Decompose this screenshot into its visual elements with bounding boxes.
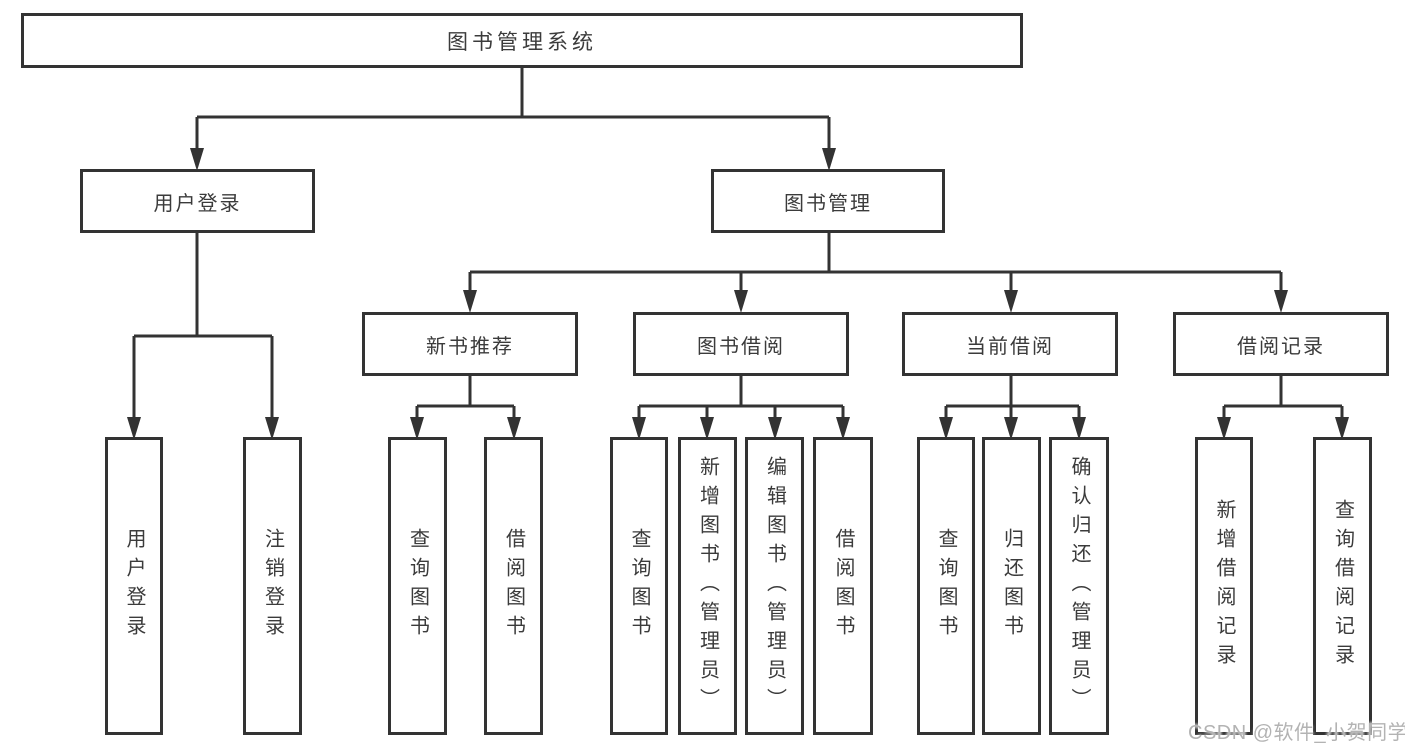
leaf-query-books-2-label: 查询图书 bbox=[628, 528, 650, 644]
node-borrow-records-label: 借阅记录 bbox=[1237, 335, 1325, 358]
leaf-borrow-books-2: 借阅图书 bbox=[813, 437, 873, 735]
leaf-query-books-1: 查询图书 bbox=[388, 437, 447, 735]
watermark: CSDN @软件_小贺同学 bbox=[1188, 722, 1405, 744]
node-new-book-recommend: 新书推荐 bbox=[362, 312, 578, 376]
leaf-add-book-admin-label: 新增图书（管理员） bbox=[696, 455, 719, 717]
leaf-edit-book-admin: 编辑图书（管理员） bbox=[745, 437, 804, 735]
node-current-borrow-label: 当前借阅 bbox=[966, 335, 1054, 358]
leaf-borrow-books-2-label: 借阅图书 bbox=[832, 528, 854, 644]
node-root: 图书管理系统 bbox=[21, 13, 1023, 68]
connector-lines bbox=[132, 68, 1344, 419]
leaf-borrow-books-1-label: 借阅图书 bbox=[502, 528, 525, 644]
node-new-book-recommend-label: 新书推荐 bbox=[426, 335, 514, 358]
leaf-query-borrow-record: 查询借阅记录 bbox=[1313, 437, 1372, 735]
node-book-management: 图书管理 bbox=[711, 169, 945, 233]
leaf-query-books-2: 查询图书 bbox=[610, 437, 668, 735]
leaf-confirm-return-admin-label: 确认归还（管理员） bbox=[1068, 455, 1090, 717]
leaf-add-borrow-record: 新增借阅记录 bbox=[1195, 437, 1253, 735]
node-book-management-label: 图书管理 bbox=[784, 192, 872, 215]
leaf-user-login-label: 用户登录 bbox=[123, 528, 145, 644]
leaf-return-books-label: 归还图书 bbox=[1000, 528, 1023, 644]
leaf-query-books-3: 查询图书 bbox=[917, 437, 975, 735]
leaf-query-books-1-label: 查询图书 bbox=[406, 528, 429, 644]
node-root-label: 图书管理系统 bbox=[447, 30, 597, 54]
leaf-logout: 注销登录 bbox=[243, 437, 302, 735]
leaf-confirm-return-admin: 确认归还（管理员） bbox=[1049, 437, 1109, 735]
leaf-borrow-books-1: 借阅图书 bbox=[484, 437, 543, 735]
node-user-login-label: 用户登录 bbox=[153, 192, 242, 215]
node-book-borrow-label: 图书借阅 bbox=[697, 335, 785, 358]
node-user-login: 用户登录 bbox=[80, 169, 315, 233]
node-book-borrow: 图书借阅 bbox=[633, 312, 849, 376]
node-borrow-records: 借阅记录 bbox=[1173, 312, 1389, 376]
leaf-query-books-3-label: 查询图书 bbox=[935, 528, 957, 644]
node-current-borrow: 当前借阅 bbox=[902, 312, 1118, 376]
leaf-query-borrow-record-label: 查询借阅记录 bbox=[1331, 499, 1354, 673]
connector-arrowheads bbox=[127, 148, 1349, 440]
leaf-edit-book-admin-label: 编辑图书（管理员） bbox=[763, 455, 786, 717]
leaf-user-login: 用户登录 bbox=[105, 437, 163, 735]
leaf-logout-label: 注销登录 bbox=[261, 528, 284, 644]
leaf-add-borrow-record-label: 新增借阅记录 bbox=[1213, 499, 1235, 673]
leaf-add-book-admin: 新增图书（管理员） bbox=[678, 437, 737, 735]
leaf-return-books: 归还图书 bbox=[982, 437, 1041, 735]
